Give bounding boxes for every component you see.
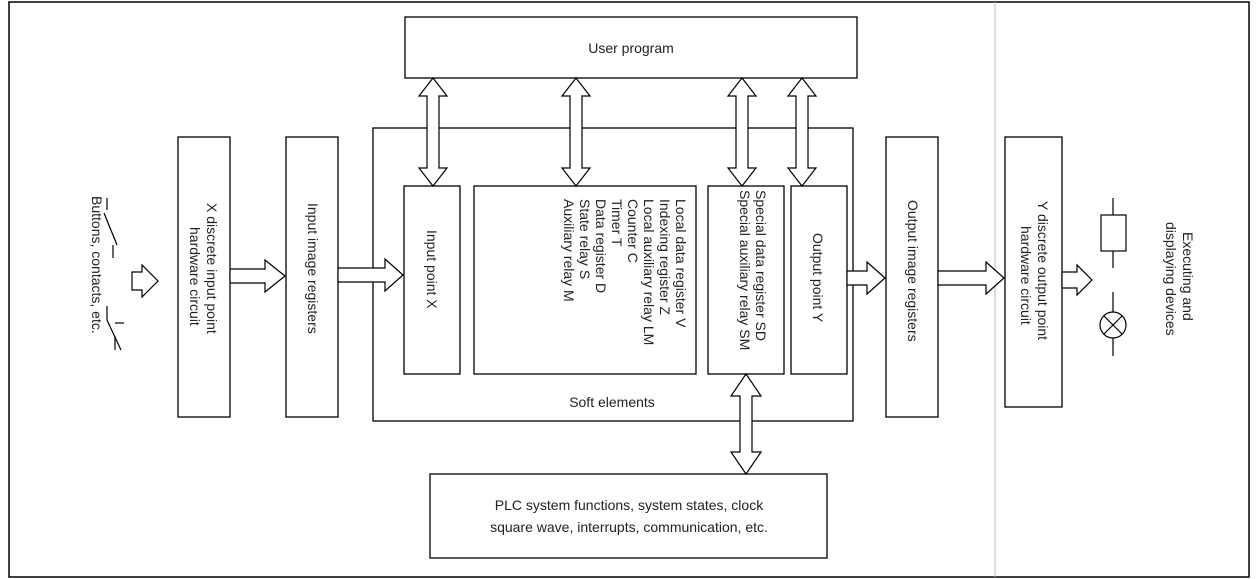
double-arrow-special-plc — [729, 372, 763, 476]
special-registers-box — [707, 185, 785, 375]
y-output-circuit-label-2: hardware circuit — [1018, 226, 1034, 325]
plc-system-functions-label-1: PLC system functions, system states, clo… — [495, 497, 764, 513]
soft-list-item: Auxiliary relay M — [561, 199, 577, 302]
x-input-circuit-label-2: hardware circuit — [187, 227, 203, 326]
output-side-label-2: displaying devices — [1163, 222, 1179, 336]
user-program-box — [404, 16, 858, 79]
arrow-input-image-to-point-x — [337, 257, 404, 293]
input-point-x-label: Input point X — [424, 230, 440, 309]
double-arrow-program-output-point — [786, 77, 818, 187]
double-arrow-program-special — [726, 77, 758, 187]
arrow-to-output-devices — [1061, 263, 1093, 297]
output-side-label-1: Executing and — [1180, 232, 1196, 321]
soft-list-box — [473, 185, 697, 375]
soft-elements-label: Soft elements — [569, 394, 655, 410]
output-image-registers-box — [885, 136, 939, 418]
output-point-y-label: Output point Y — [810, 233, 826, 323]
switch-icons — [103, 198, 124, 351]
special-register-item: Special data register SD — [753, 190, 769, 341]
soft-list-item: Local data register V — [673, 199, 689, 328]
input-point-x-box — [403, 185, 461, 375]
arrow-output-image-to-y-circuit — [937, 260, 1005, 296]
plc-system-functions-label-2: square wave, interrupts, communication, … — [490, 519, 768, 535]
soft-list-item: Counter C — [625, 199, 641, 263]
soft-list-item: Timer T — [609, 199, 625, 247]
double-arrow-program-soft-list — [560, 77, 592, 187]
plc-system-functions-box — [429, 473, 828, 559]
y-output-circuit-label-1: Y discrete output point — [1035, 201, 1051, 340]
input-side-label: Buttons, contacts, etc. — [89, 196, 105, 334]
soft-list-item: State relay S — [577, 199, 593, 279]
output-image-registers-label: Output image registers — [905, 200, 921, 342]
input-image-registers-box — [285, 136, 339, 418]
output-device-icons — [1099, 198, 1127, 356]
soft-list-item: Indexing register Z — [657, 199, 673, 315]
double-arrow-program-input-point — [417, 77, 449, 187]
soft-list-item: Local auxiliary relay LM — [641, 199, 657, 345]
soft-list-item: Data register D — [593, 199, 609, 293]
arrow-into-x-circuit — [131, 263, 159, 299]
arrow-point-y-to-output-image — [846, 260, 886, 296]
special-register-item: Special auxiliary relay SM — [737, 190, 753, 350]
arrow-x-circuit-to-input-image — [229, 258, 286, 294]
user-program-label: User program — [588, 40, 674, 56]
x-input-circuit-label-1: X discrete input point — [204, 203, 220, 334]
input-image-registers-label: Input image registers — [305, 203, 321, 334]
diagram-frame — [8, 1, 1250, 578]
x-input-circuit-box — [177, 136, 231, 418]
y-output-circuit-box — [1004, 136, 1063, 408]
